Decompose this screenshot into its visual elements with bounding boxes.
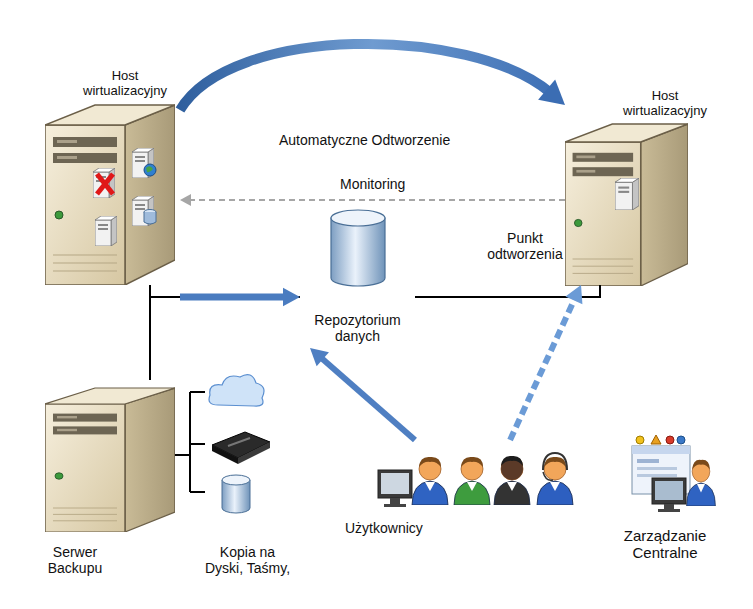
edge-label: Monitoring bbox=[337, 176, 408, 192]
free-label: Punkt odtworzenia bbox=[485, 230, 565, 262]
arrow-head bbox=[310, 348, 329, 366]
node-box: Zarządzanie Centralne bbox=[610, 435, 720, 565]
node-box: Repozytorium danych bbox=[300, 208, 415, 348]
node-label: Host wirtualizacyjny bbox=[75, 69, 175, 99]
node-label: Kopia na Dyski, Taśmy, bbox=[201, 544, 294, 576]
edge-label: Automatyczne Odtworzenie bbox=[276, 132, 453, 148]
node-box: Serwer Backupu bbox=[35, 380, 175, 580]
node-box: Host wirtualizacyjny bbox=[565, 85, 725, 285]
node-box: Użytkownicy bbox=[340, 440, 595, 540]
node-label: Host wirtualizacyjny bbox=[615, 89, 715, 119]
connector bbox=[149, 305, 151, 380]
arrow-head bbox=[538, 79, 565, 105]
node-label: Użytkownicy bbox=[345, 520, 423, 536]
connector bbox=[320, 357, 415, 440]
arrow-head bbox=[565, 285, 582, 304]
node-box: Host wirtualizacyjny bbox=[40, 65, 180, 305]
node-label: Serwer Backupu bbox=[43, 544, 107, 576]
connector bbox=[180, 293, 286, 300]
arrow-head bbox=[180, 194, 191, 206]
connector bbox=[180, 44, 550, 110]
node-label: Zarządzanie Centralne bbox=[613, 527, 718, 562]
connector bbox=[510, 297, 575, 440]
arrow-head bbox=[283, 288, 300, 307]
connector bbox=[189, 199, 565, 201]
node-label: Repozytorium danych bbox=[310, 312, 405, 344]
connector bbox=[175, 454, 190, 456]
node-box: Kopia na Dyski, Taśmy, bbox=[190, 365, 305, 580]
